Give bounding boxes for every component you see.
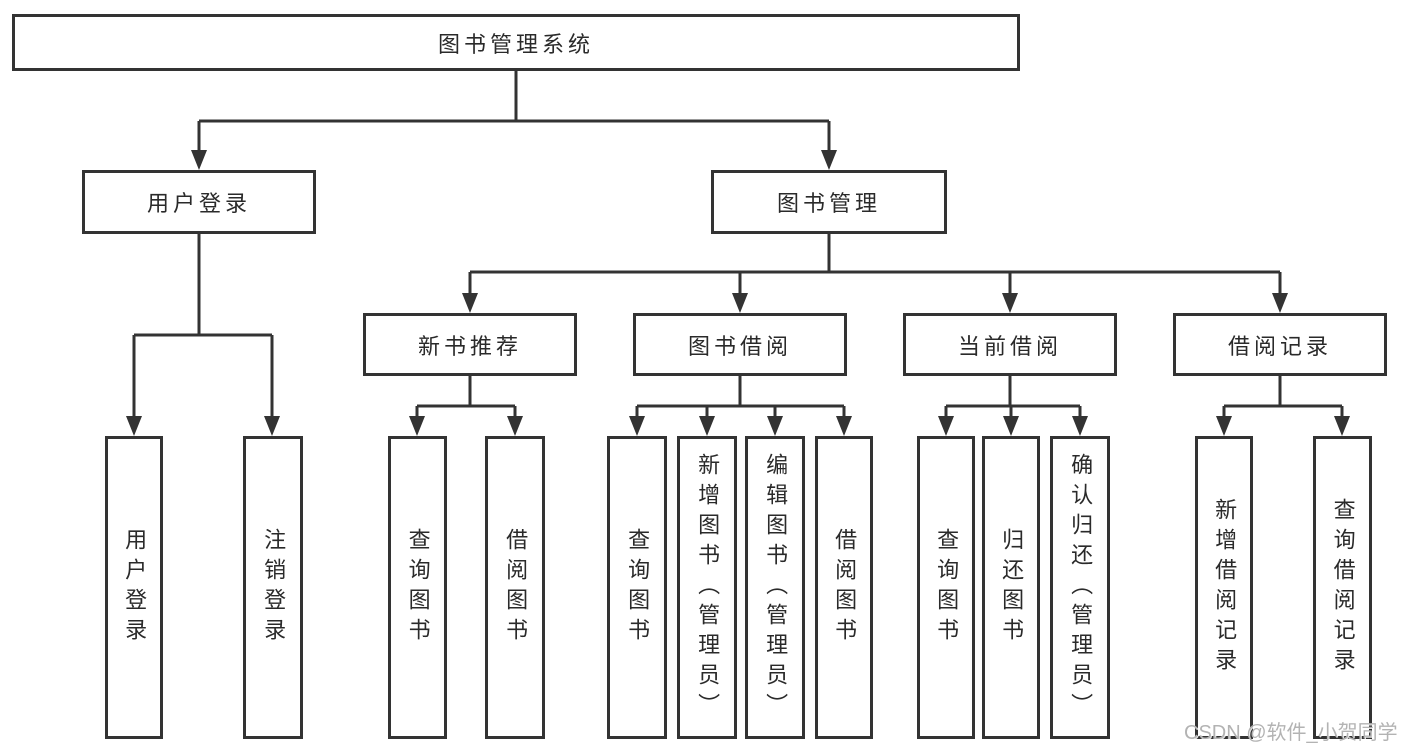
node-label: 用户登录: [122, 527, 148, 648]
leaf-borrow-books-2: 借阅图书: [815, 436, 873, 739]
node-label: 借阅图书: [832, 527, 858, 648]
node-label: 归还图书: [999, 527, 1025, 648]
node-current-borrowing: 当前借阅: [903, 313, 1117, 376]
node-label: 图书管理: [776, 191, 881, 216]
node-label: 新增借阅记录: [1212, 497, 1238, 678]
leaf-user-login: 用户登录: [105, 436, 163, 739]
leaf-query-borrow-record: 查询借阅记录: [1313, 436, 1372, 739]
leaf-query-books-3: 查询图书: [917, 436, 975, 739]
node-label: 查询图书: [625, 527, 651, 648]
node-library-management-system: 图书管理系统: [12, 14, 1020, 71]
leaf-add-borrow-record: 新增借阅记录: [1195, 436, 1253, 739]
arrowheads: [126, 150, 1350, 436]
node-label: 借阅图书: [503, 527, 529, 648]
leaf-borrow-books-1: 借阅图书: [485, 436, 545, 739]
node-book-management: 图书管理: [711, 170, 947, 234]
leaf-add-books-admin: 新增图书（管理员）: [677, 436, 737, 739]
leaf-query-books-1: 查询图书: [388, 436, 447, 739]
node-label: 确认归还（管理员）: [1068, 452, 1094, 723]
node-label: 用户登录: [146, 191, 251, 216]
node-book-borrowing: 图书借阅: [633, 313, 847, 376]
node-label: 查询图书: [405, 527, 431, 648]
csdn-watermark: CSDN @软件_小贺同学: [1184, 722, 1398, 744]
leaf-return-books: 归还图书: [982, 436, 1040, 739]
leaf-edit-books-admin: 编辑图书（管理员）: [745, 436, 805, 739]
leaf-query-books-2: 查询图书: [607, 436, 667, 739]
leaf-confirm-return-admin: 确认归还（管理员）: [1050, 436, 1110, 739]
node-label: 当前借阅: [957, 333, 1062, 359]
node-label: 图书管理系统: [437, 31, 594, 57]
node-label: 图书借阅: [687, 333, 792, 359]
node-label: 查询图书: [934, 527, 960, 648]
leaf-logout: 注销登录: [243, 436, 303, 739]
node-label: 查询借阅记录: [1330, 497, 1356, 678]
node-label: 借阅记录: [1227, 333, 1332, 359]
node-label: 编辑图书（管理员）: [763, 452, 789, 723]
node-user-login: 用户登录: [82, 170, 316, 234]
node-label: 新增图书（管理员）: [695, 452, 721, 723]
node-label: 注销登录: [261, 527, 287, 648]
node-label: 新书推荐: [417, 333, 522, 359]
node-new-book-recommend: 新书推荐: [363, 313, 577, 376]
node-borrowing-records: 借阅记录: [1173, 313, 1387, 376]
